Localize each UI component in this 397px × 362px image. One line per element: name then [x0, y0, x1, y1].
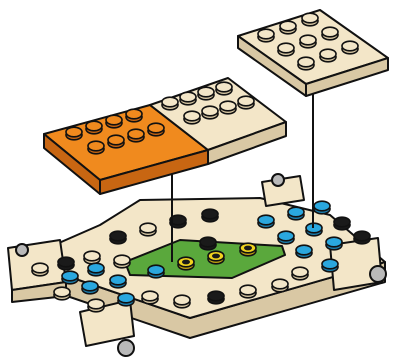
stud-icon: [66, 127, 82, 140]
stud-icon: [220, 101, 236, 114]
stud-icon: [296, 245, 312, 258]
stud-icon: [58, 257, 74, 270]
axle-pin-icon: [118, 340, 134, 356]
vehicle-base: [8, 174, 386, 356]
stud-icon: [302, 13, 318, 26]
stud-icon: [62, 271, 78, 284]
stud-icon: [334, 217, 350, 230]
stud-icon: [326, 237, 342, 250]
axle-pin-icon: [272, 174, 284, 186]
stud-icon: [118, 293, 134, 306]
stud-icon: [32, 263, 48, 276]
stud-icon: [148, 123, 164, 136]
stud-icon: [106, 115, 122, 128]
stud-icon: [88, 141, 104, 154]
stud-icon: [174, 295, 190, 308]
stud-icon: [280, 21, 296, 34]
stud-icon: [298, 57, 314, 70]
stud-icon: [258, 215, 274, 228]
stud-hole-icon: [244, 246, 252, 251]
stud-icon: [278, 43, 294, 56]
stud-icon: [322, 259, 338, 272]
stud-icon: [114, 255, 130, 268]
stud-icon: [84, 251, 100, 264]
stud-icon: [126, 109, 142, 122]
stud-icon: [292, 267, 308, 280]
stud-icon: [288, 207, 304, 220]
stud-hole-icon: [182, 260, 190, 265]
stud-icon: [322, 27, 338, 40]
stud-icon: [208, 291, 224, 304]
stud-icon: [354, 231, 370, 244]
stud-icon: [110, 231, 126, 244]
stud-icon: [314, 201, 330, 214]
stud-icon: [86, 121, 102, 134]
stud-icon: [82, 281, 98, 294]
stud-icon: [180, 92, 196, 105]
stud-icon: [108, 135, 124, 148]
stud-icon: [216, 82, 232, 95]
axle-pin-icon: [370, 266, 386, 282]
stud-icon: [128, 129, 144, 142]
stud-icon: [142, 291, 158, 304]
stud-icon: [88, 299, 104, 312]
stud-icon: [162, 97, 178, 110]
stud-icon: [110, 275, 126, 288]
stud-icon: [342, 41, 358, 54]
rear-wheel-holder: [262, 174, 304, 206]
stud-icon: [258, 29, 274, 42]
stud-icon: [198, 87, 214, 100]
stud-icon: [202, 209, 218, 222]
stud-icon: [184, 111, 200, 124]
stud-icon: [88, 263, 104, 276]
stud-icon: [238, 96, 254, 109]
stud-icon: [148, 265, 164, 278]
stud-icon: [202, 106, 218, 119]
stud-icon: [278, 231, 294, 244]
stud-icon: [54, 287, 70, 300]
stud-icon: [140, 223, 156, 236]
stud-icon: [272, 279, 288, 292]
top-plate: [238, 10, 388, 96]
stud-icon: [320, 49, 336, 62]
stud-icon: [240, 285, 256, 298]
stud-icon: [200, 237, 216, 250]
stud-hole-icon: [212, 254, 220, 259]
axle-pin-icon: [16, 244, 28, 256]
stud-icon: [300, 35, 316, 48]
middle-plate: [44, 78, 286, 194]
